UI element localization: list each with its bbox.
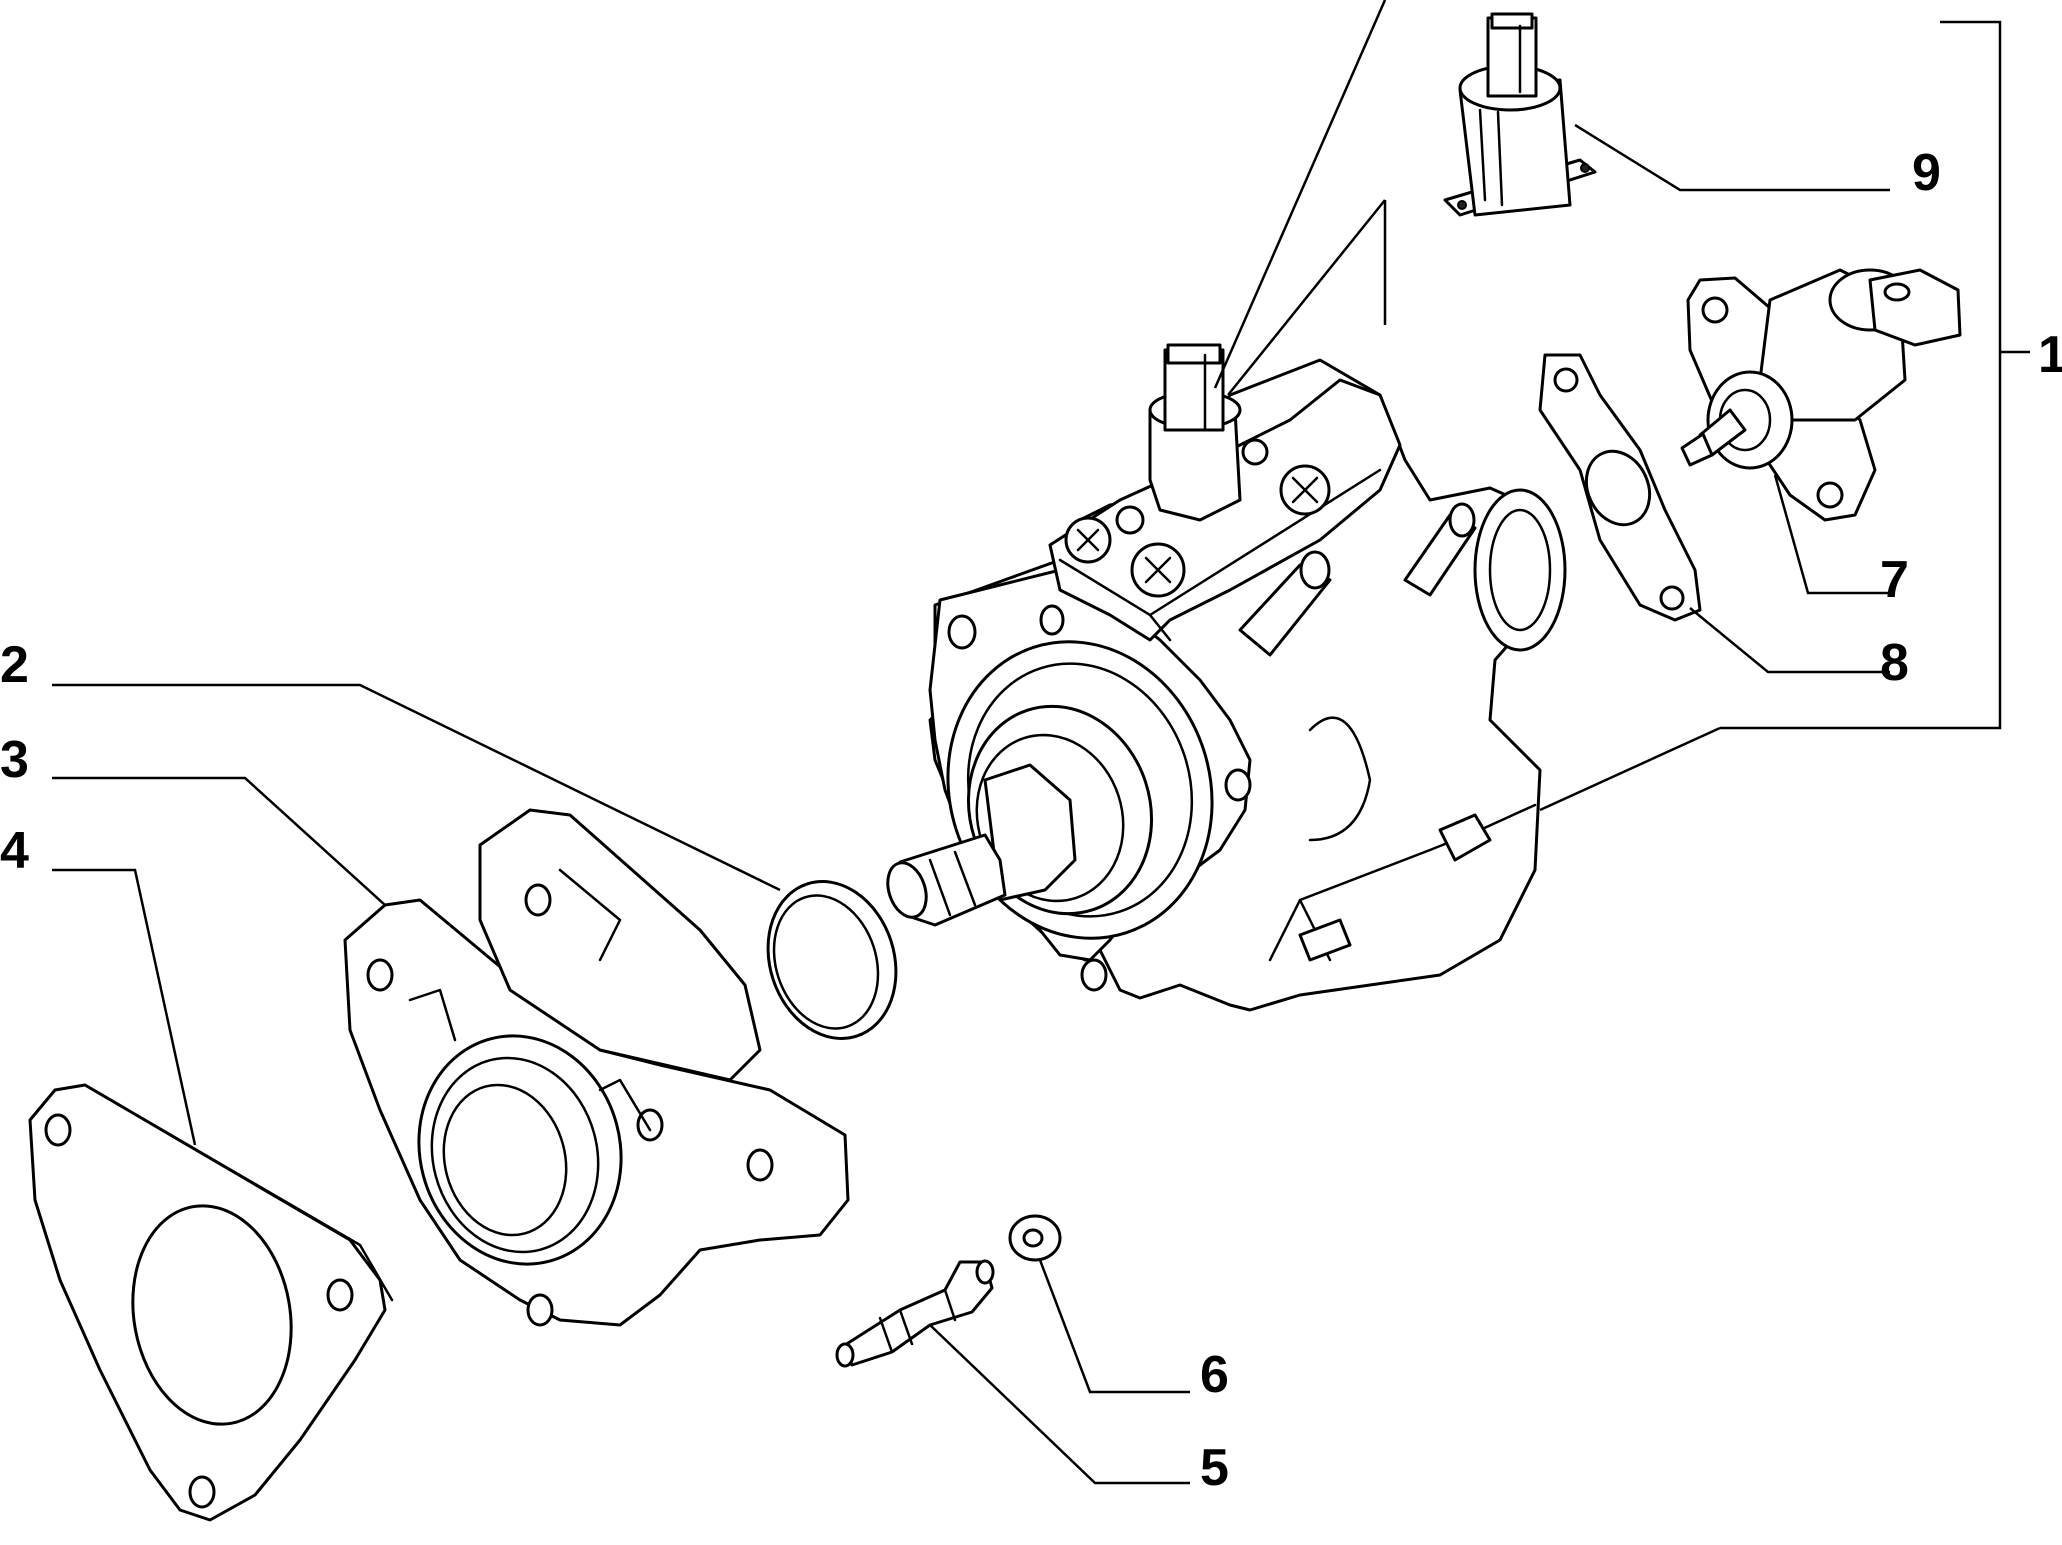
callout-3: 3 [0, 731, 29, 789]
callout-8: 8 [1880, 634, 1909, 692]
flange-gasket-part-4 [28, 1083, 394, 1522]
callout-5: 5 [1200, 1439, 1229, 1497]
sensor-part-9 [1443, 12, 1597, 217]
callout-labels: 1 2 3 4 5 6 7 8 9 [0, 144, 2062, 1497]
washer-part-6 [1008, 1214, 1062, 1262]
pump-body [886, 343, 1567, 1012]
stud-part-5 [835, 1259, 995, 1368]
callout-6: 6 [1200, 1346, 1229, 1404]
assembly-bracket-1 [1539, 20, 2030, 812]
callout-1: 1 [2038, 326, 2062, 384]
gasket-part-8 [1538, 353, 1702, 622]
callout-7: 7 [1880, 551, 1909, 609]
regulator-part-7 [1680, 268, 1962, 522]
o-ring-part-2 [766, 880, 898, 1040]
callout-2: 2 [0, 636, 29, 694]
callout-9: 9 [1912, 144, 1941, 202]
callout-4: 4 [0, 822, 29, 880]
leader-lines [52, 0, 1890, 1485]
mounting-flange-part-3 [343, 808, 850, 1327]
